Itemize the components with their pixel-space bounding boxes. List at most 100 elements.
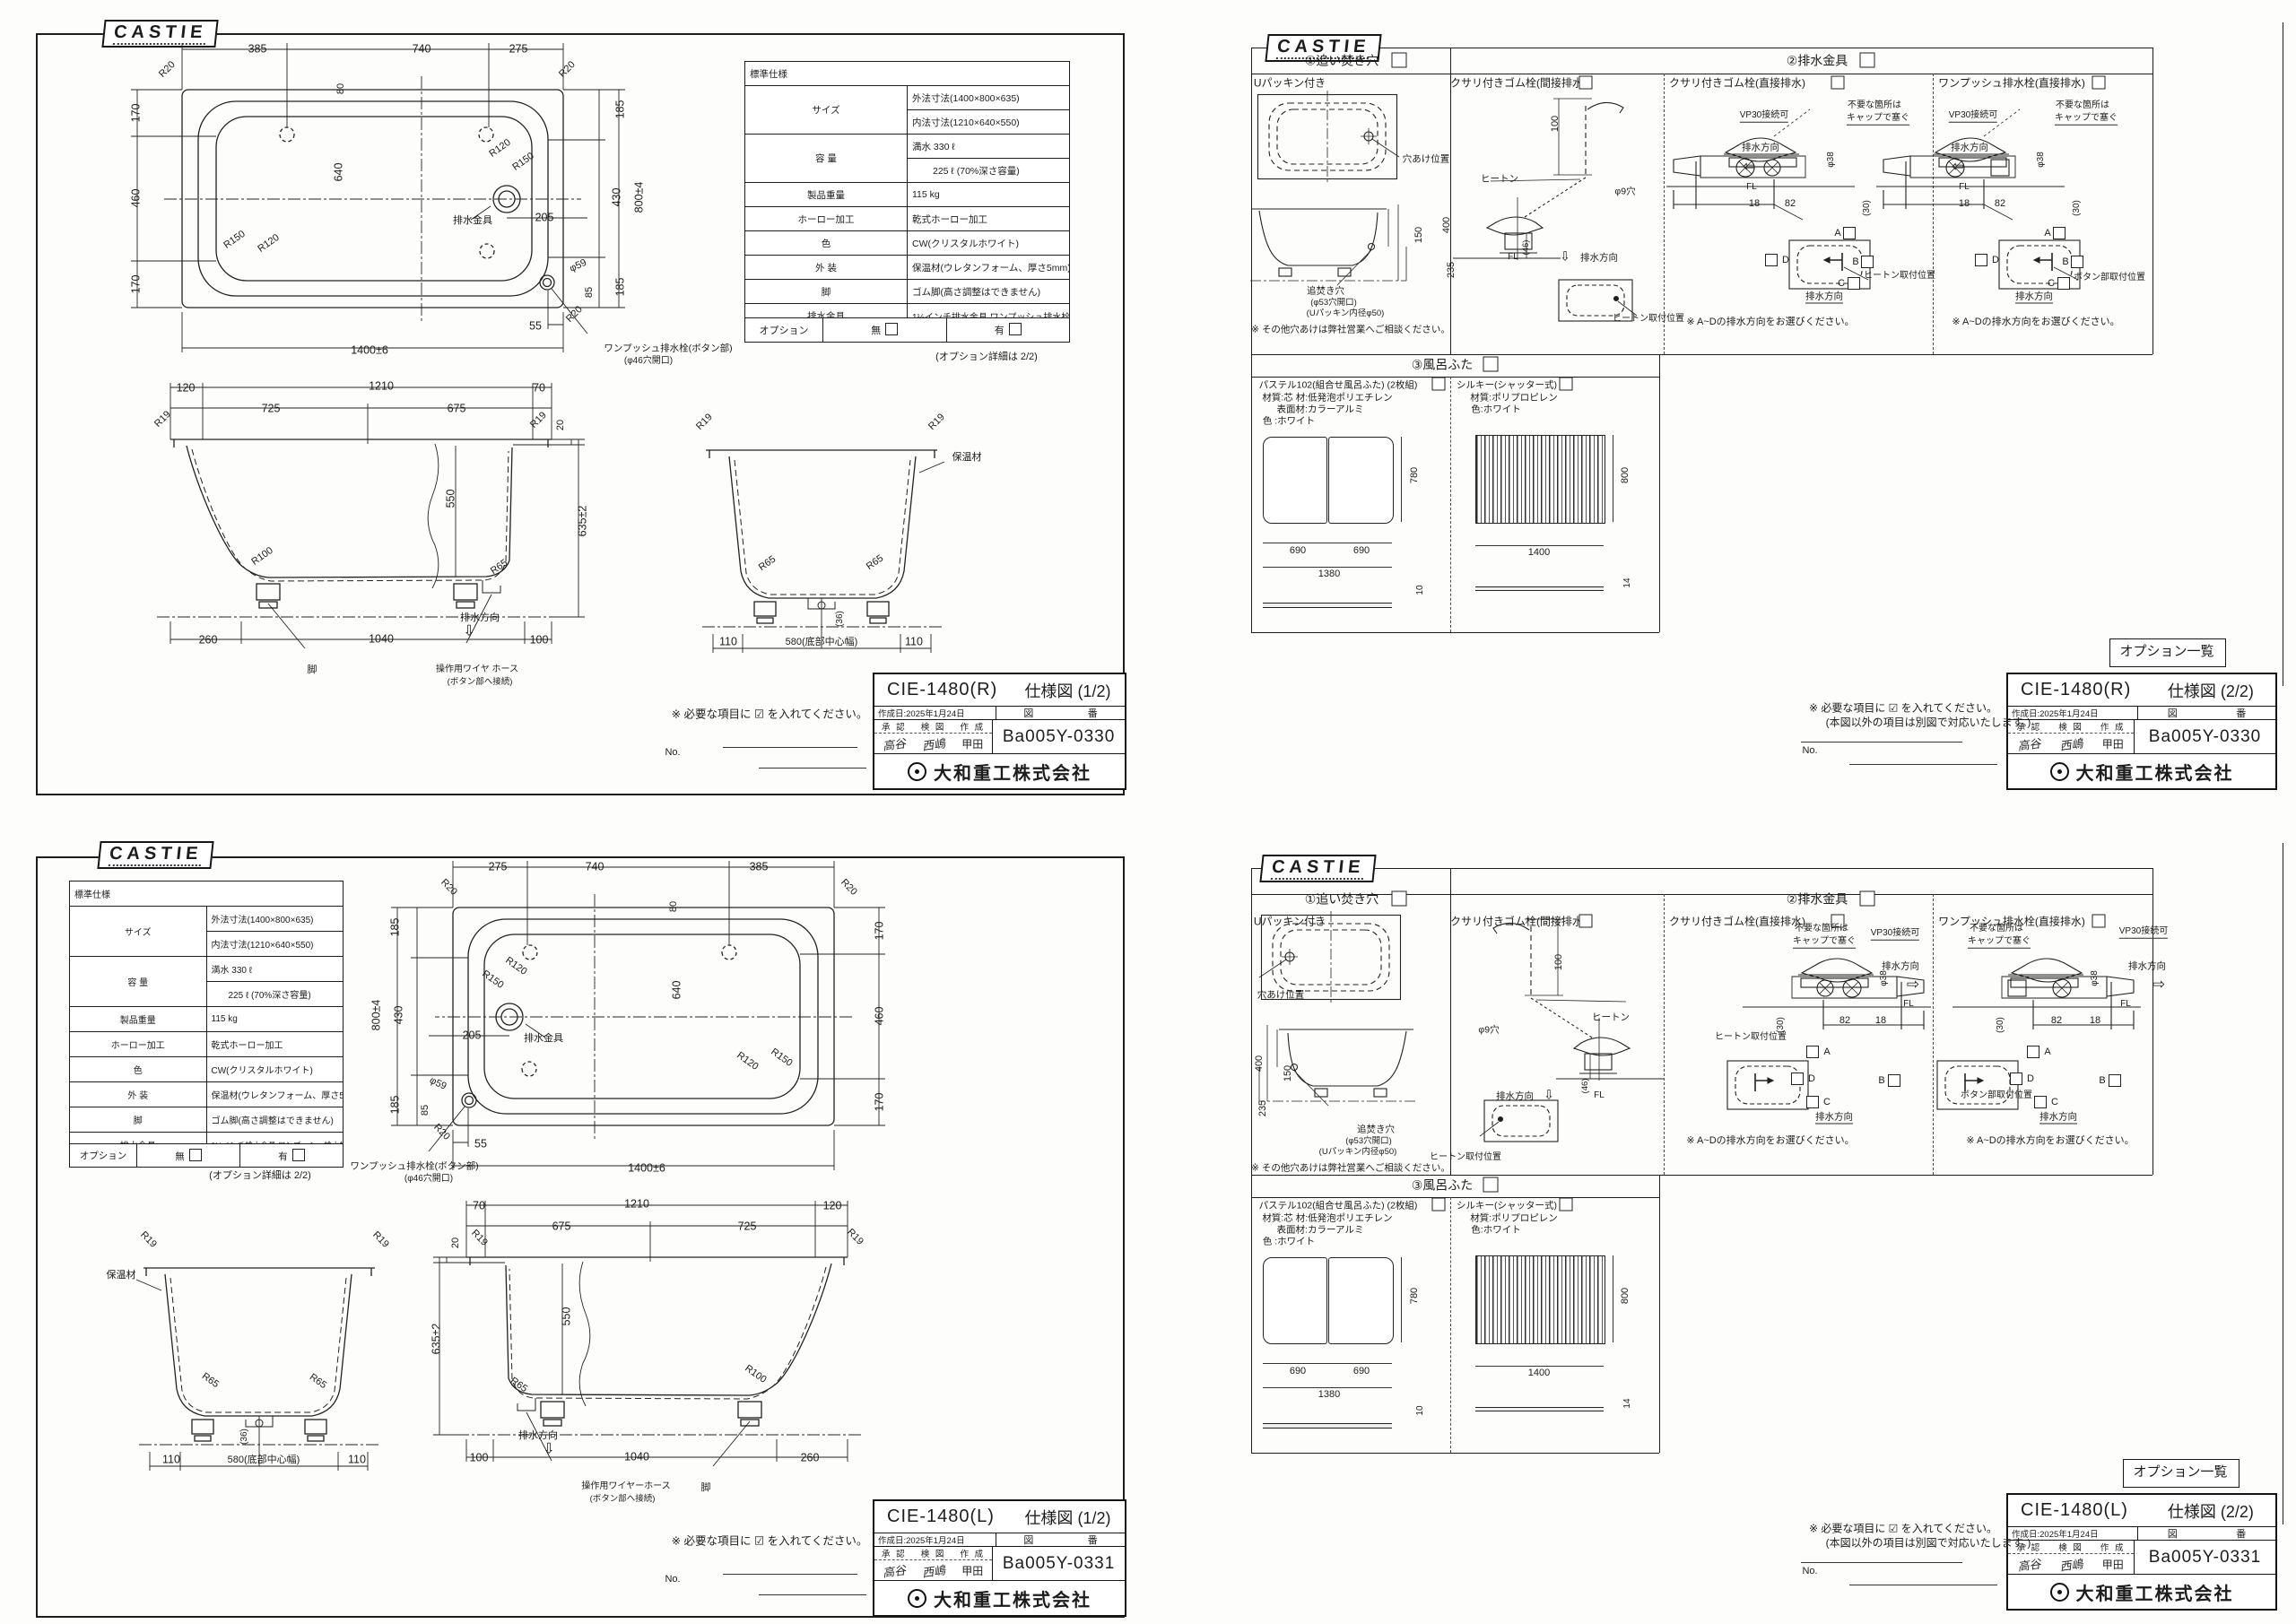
checkbox[interactable] <box>2027 1046 2039 1058</box>
checkbox[interactable] <box>1559 1197 1573 1211</box>
dim-label: ⇦ <box>1951 158 1965 176</box>
checkbox[interactable] <box>2010 1073 2022 1085</box>
dim-label: 260 <box>198 633 218 647</box>
checkbox[interactable] <box>1806 1046 1819 1058</box>
creation-date: 作成日:2025年1月24日 <box>2008 707 2139 719</box>
tr-sec12-bottom <box>1251 354 2152 355</box>
dim-label: (オプション詳細は 2/2) <box>935 352 1038 363</box>
dim-label: 690 <box>1289 545 1307 557</box>
checkbox[interactable] <box>2057 277 2070 290</box>
checkbox[interactable] <box>1431 1197 1446 1211</box>
dim-label: φ38 <box>2089 970 2100 986</box>
checkbox[interactable] <box>1859 52 1875 68</box>
dim-label: オプション一覧 <box>2133 1464 2228 1481</box>
dim-label: (ボタン部へ接続) <box>589 1494 656 1505</box>
signature-row: 承 認検 図作 成 高谷西嶋甲田 Ba005Y-0330 <box>874 720 1125 754</box>
silky-lid-shutter <box>1475 435 1605 524</box>
dim-label: D <box>1782 255 1789 266</box>
spec-color-label: 色 <box>69 1056 207 1082</box>
checkbox[interactable] <box>1431 377 1446 391</box>
checkbox[interactable] <box>1843 227 1856 239</box>
sheet-frame-bottom-left <box>36 856 1125 1618</box>
dim-label: 725 <box>261 402 281 415</box>
company-mark-icon <box>2049 1582 2069 1602</box>
dim-label: 表面材:カラーアルミ <box>1276 1224 1364 1236</box>
checkbox[interactable] <box>1578 914 1593 928</box>
checkbox[interactable] <box>2071 256 2083 268</box>
checkbox[interactable] <box>2053 227 2066 239</box>
create-signature: 甲田 <box>2101 1558 2124 1571</box>
spec-size-label: サイズ <box>69 906 207 957</box>
dim-label: A <box>1823 1046 1831 1058</box>
option-none-checkbox[interactable] <box>885 323 899 335</box>
checkbox[interactable] <box>1888 1074 1900 1087</box>
dim-label: ※ その他穴あけは弊社営業へご相談ください。 <box>1251 1162 1450 1174</box>
no-entry-rule <box>1849 764 1997 765</box>
checkbox[interactable] <box>1391 890 1407 907</box>
br-sec12-bottom <box>1251 1175 2152 1176</box>
checkbox[interactable] <box>1391 52 1407 68</box>
dim-label: 70 <box>473 1199 485 1212</box>
silky-1400-dim <box>1475 545 1604 546</box>
dim-label: B <box>2099 1075 2106 1087</box>
checkbox[interactable] <box>1975 254 1987 266</box>
dim-label: ※ 必要な項目に ☑ を入れてください。 <box>1808 1522 1998 1535</box>
dim-label: キャップで塞ぐ <box>1793 936 1856 949</box>
dim-label: (φ53穴開口) <box>1345 1136 1392 1147</box>
dim-label: (本図以外の項目は別図で対応いたします。) <box>1825 716 2031 729</box>
dim-label: 1400±6 <box>351 343 388 357</box>
option-have-checkbox[interactable] <box>1008 323 1022 335</box>
dim-label: D <box>2027 1073 2034 1085</box>
dim-label: ワンプッシュ排水栓(直接排水) <box>1938 915 2085 928</box>
pastel-lid-right-piece <box>1328 1257 1394 1344</box>
create-signature: 甲田 <box>2101 737 2124 751</box>
checkbox[interactable] <box>1791 1073 1804 1085</box>
dim-label: 不要な箇所は <box>2056 100 2109 110</box>
option-none-checkbox[interactable] <box>188 1148 202 1161</box>
checkbox[interactable] <box>2092 914 2106 928</box>
dim-label: FL <box>1746 181 1757 192</box>
dim-label: 排水方向 <box>1882 960 1919 972</box>
option-have-checkbox[interactable] <box>291 1148 305 1161</box>
check-label: 検 図 <box>920 723 946 733</box>
dim-label: 110 <box>162 1453 180 1466</box>
checkbox[interactable] <box>1483 1177 1499 1193</box>
dim-label: 1400 <box>1527 547 1551 559</box>
model-number: CIE-1480(R) <box>2021 680 2132 699</box>
dim-label: 材質:芯 材:低発泡ポリエチレン <box>1262 1212 1393 1224</box>
checkbox[interactable] <box>2034 1096 2047 1108</box>
checkbox[interactable] <box>1765 254 1778 266</box>
checkbox[interactable] <box>2092 75 2106 90</box>
dim-label: 排水方向 <box>518 1430 558 1442</box>
br-col2-divider <box>1664 894 1665 1175</box>
dim-label: (ボタン部へ接続) <box>447 677 513 688</box>
checkbox[interactable] <box>1806 1096 1819 1108</box>
checkbox[interactable] <box>1831 914 1845 928</box>
checkbox[interactable] <box>2109 1074 2121 1087</box>
checkbox[interactable] <box>1848 277 1860 290</box>
checkbox[interactable] <box>1859 890 1875 907</box>
approve-label: 承 認 <box>2016 1543 2042 1553</box>
dim-label: 1210 <box>624 1197 649 1211</box>
dim-label: No. <box>665 747 681 759</box>
check-label: 検 図 <box>920 1550 946 1559</box>
checkbox[interactable] <box>1559 377 1573 391</box>
dim-label: 色 :ホワイト <box>1262 1236 1316 1247</box>
option-label: オプション <box>744 317 823 343</box>
checkbox[interactable] <box>1831 75 1845 90</box>
dim-label: シルキー(シャッター式) <box>1457 1200 1557 1211</box>
pastel-edge-view <box>1263 603 1392 608</box>
no-entry-rule <box>759 1594 866 1595</box>
company-row: 大和重工株式会社 <box>874 754 1125 788</box>
checkbox[interactable] <box>1483 356 1499 372</box>
spec-size-inner: 内法寸法(1210×640×550) <box>205 931 344 957</box>
spec-color-label: 色 <box>744 230 908 256</box>
dim-label: ⇨ <box>2152 976 2166 994</box>
date-row: 作成日:2025年1月24日図番 <box>2008 1527 2275 1541</box>
br-header-rule <box>1251 894 2152 895</box>
dim-label: C <box>1823 1097 1831 1108</box>
checkbox[interactable] <box>1861 256 1874 268</box>
spec-leg-label: 脚 <box>69 1107 207 1133</box>
checkbox[interactable] <box>1578 75 1593 90</box>
dim-label: FL <box>1903 998 1914 1009</box>
